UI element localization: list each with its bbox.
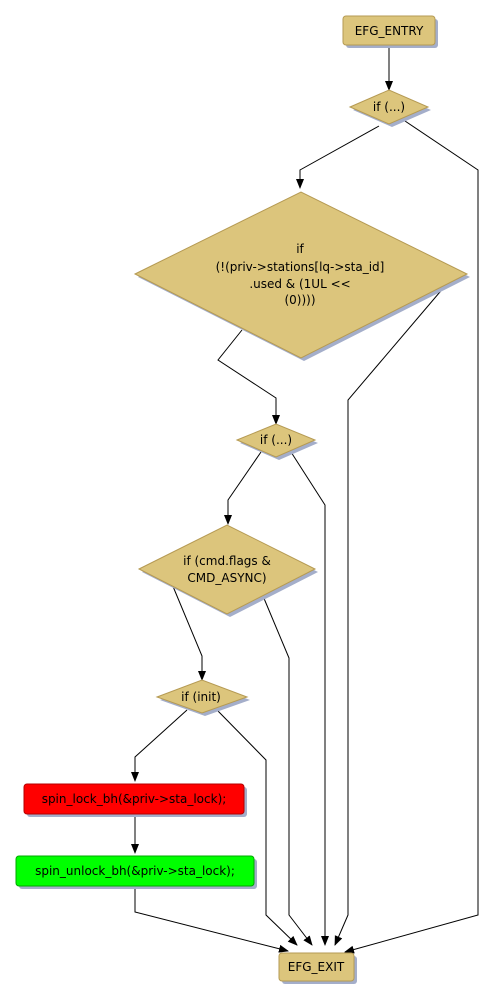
condition-node-2-line-4: (0)))) xyxy=(284,293,315,307)
edge-cond3-to-exit xyxy=(290,451,329,946)
edge-cond4-to-cond5 xyxy=(171,583,206,681)
edge-cond1-to-exit xyxy=(344,118,479,954)
condition-node-2-line-1: if xyxy=(296,242,304,256)
unlock-statement-label: spin_unlock_bh(&priv->sta_lock); xyxy=(35,864,235,878)
entry-node-label: EFG_ENTRY xyxy=(355,24,424,38)
condition-node-2: if (!(priv->stations[lq->sta_id] .used &… xyxy=(133,191,470,361)
edge-cond2-to-exit xyxy=(334,285,446,946)
unlock-statement-node: spin_unlock_bh(&priv->sta_lock); xyxy=(15,855,257,889)
condition-node-2-line-2: (!(priv->stations[lq->sta_id] xyxy=(216,260,385,274)
entry-node: EFG_ENTRY xyxy=(342,15,438,48)
edge-cond5-to-exit xyxy=(216,709,298,946)
condition-node-3-label: if (...) xyxy=(260,433,292,447)
edge-cond4-to-exit xyxy=(262,595,313,946)
edge-cond5-to-lock xyxy=(131,709,188,782)
edges xyxy=(131,45,479,954)
condition-node-4: if (cmd.flags & CMD_ASYNC) xyxy=(137,524,318,617)
edge-cond2-to-cond3 xyxy=(217,329,280,425)
lock-statement-label: spin_lock_bh(&priv->sta_lock); xyxy=(42,792,227,806)
lock-statement-node: spin_lock_bh(&priv->sta_lock); xyxy=(23,783,247,817)
edge-cond1-to-cond2 xyxy=(296,125,380,189)
condition-node-1-label: if (...) xyxy=(373,100,405,114)
condition-node-2-line-3: .used & (1UL << xyxy=(249,277,350,291)
condition-node-1: if (...) xyxy=(348,89,431,127)
exit-node: EFG_EXIT xyxy=(278,952,357,984)
condition-node-5-label: if (init) xyxy=(181,690,221,704)
edge-unlock-to-exit xyxy=(134,888,289,953)
edge-cond3-to-cond4 xyxy=(224,451,262,525)
condition-node-5: if (init) xyxy=(155,679,250,716)
exit-node-label: EFG_EXIT xyxy=(288,960,345,974)
condition-node-4-line-2: CMD_ASYNC) xyxy=(187,571,266,585)
condition-node-3: if (...) xyxy=(235,423,318,460)
condition-node-4-line-1: if (cmd.flags & xyxy=(183,554,271,568)
